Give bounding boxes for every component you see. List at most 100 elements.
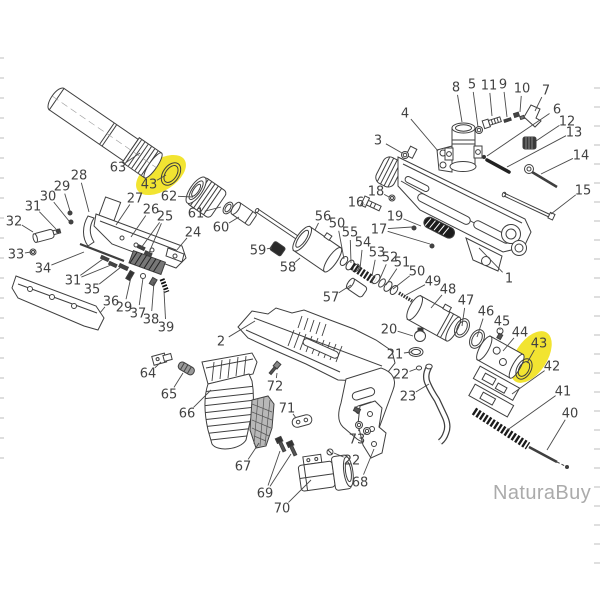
part-label-73: 73: [349, 433, 366, 448]
leader-lines: [21, 91, 577, 503]
part-label-37: 37: [130, 307, 147, 322]
rod-15: [501, 191, 556, 221]
part-label-65: 65: [161, 388, 178, 403]
part-label-70: 70: [274, 502, 291, 517]
part-label-67: 67: [235, 460, 252, 475]
leader-line: [385, 143, 403, 154]
leader-line: [540, 158, 574, 175]
valve-parts-20-21-22: [408, 327, 426, 371]
watermark: NaturaBuy: [493, 482, 592, 504]
edge-ticks: [0, 57, 600, 564]
leader-line: [489, 92, 493, 117]
leader-line: [204, 206, 222, 212]
leader-line: [511, 370, 545, 395]
leader-line: [64, 193, 71, 212]
leader-line: [151, 281, 155, 312]
part-label-44: 44: [512, 326, 529, 341]
leader-line: [138, 277, 144, 306]
leader-line: [80, 182, 90, 213]
fitting-10: [512, 111, 526, 121]
leader-line: [383, 193, 390, 198]
leader-line: [387, 226, 413, 229]
part-label-8: 8: [452, 81, 460, 96]
leader-line: [228, 320, 256, 338]
part-label-32: 32: [6, 215, 23, 230]
part-label-51: 51: [394, 256, 411, 271]
artwork-layer: [11, 87, 570, 492]
leader-line: [294, 257, 301, 263]
leader-line: [81, 264, 112, 278]
leader-line: [39, 211, 57, 230]
screws-69: [274, 435, 298, 457]
part-label-42: 42: [544, 360, 561, 375]
leader-line: [349, 239, 352, 264]
leader-line: [371, 259, 376, 277]
leader-line: [486, 113, 550, 157]
rings-55-50: [339, 256, 360, 273]
part-label-10: 10: [514, 82, 531, 97]
part-label-50: 50: [409, 265, 426, 280]
nut-3: [401, 151, 409, 159]
leader-line: [156, 174, 167, 181]
leader-line: [338, 284, 352, 294]
cylinder-57: [345, 277, 368, 298]
gas-line-23: [423, 363, 451, 445]
leader-line: [177, 195, 194, 198]
part-label-16: 16: [348, 196, 365, 211]
part-label-2: 2: [217, 335, 225, 350]
leader-line: [403, 218, 422, 227]
leader-line: [457, 94, 463, 123]
leader-line: [98, 266, 122, 285]
part-label-7: 7: [542, 84, 550, 99]
part-label-11: 11: [481, 79, 498, 94]
part-label-52: 52: [382, 251, 399, 266]
leader-line: [314, 222, 319, 231]
leader-line: [364, 432, 367, 435]
part-label-48: 48: [440, 283, 457, 298]
leader-line: [266, 247, 273, 250]
part-label-69: 69: [257, 487, 274, 502]
part-label-46: 46: [478, 305, 495, 320]
part-label-5: 5: [468, 78, 476, 93]
leader-line: [21, 224, 34, 233]
leader-line: [125, 276, 132, 300]
part-label-29: 29: [54, 180, 71, 195]
leader-line: [387, 230, 431, 245]
leader-line: [476, 318, 484, 338]
leader-line: [405, 284, 426, 296]
part-label-20: 20: [381, 323, 398, 338]
part-label-34: 34: [35, 262, 52, 277]
part-label-50: 50: [329, 217, 346, 232]
part-label-29: 29: [116, 301, 133, 316]
screw-45: [496, 327, 504, 341]
part-label-15: 15: [575, 184, 592, 199]
part-label-71: 71: [279, 402, 296, 417]
part-label-26: 26: [143, 203, 160, 218]
part-labels: 6343626160595857565055545352515049484746…: [6, 78, 592, 517]
leader-line: [409, 368, 417, 372]
allen-key-14: [524, 164, 558, 189]
leader-line: [275, 372, 278, 379]
leader-line: [397, 330, 414, 337]
leader-line: [288, 479, 312, 503]
part-label-6: 6: [553, 103, 561, 118]
detent-60: [230, 201, 257, 226]
part-label-31: 31: [65, 274, 82, 289]
leader-line: [546, 419, 566, 451]
leader-line: [535, 124, 560, 142]
leader-line: [363, 448, 375, 475]
part-label-55: 55: [342, 226, 359, 241]
leader-line: [53, 201, 70, 222]
part-label-59: 59: [250, 244, 267, 259]
part-label-38: 38: [143, 313, 160, 328]
spring-54: [349, 262, 378, 285]
upper-receiver-drawing: [375, 145, 532, 272]
knob-59: [269, 241, 286, 257]
part-label-14: 14: [573, 149, 590, 164]
part-label-4: 4: [401, 107, 409, 122]
grip-panel-68: [352, 400, 387, 459]
rod-56: [254, 207, 305, 244]
block-64: [151, 352, 173, 366]
part-label-22: 22: [344, 454, 361, 469]
part-label-39: 39: [158, 321, 175, 336]
